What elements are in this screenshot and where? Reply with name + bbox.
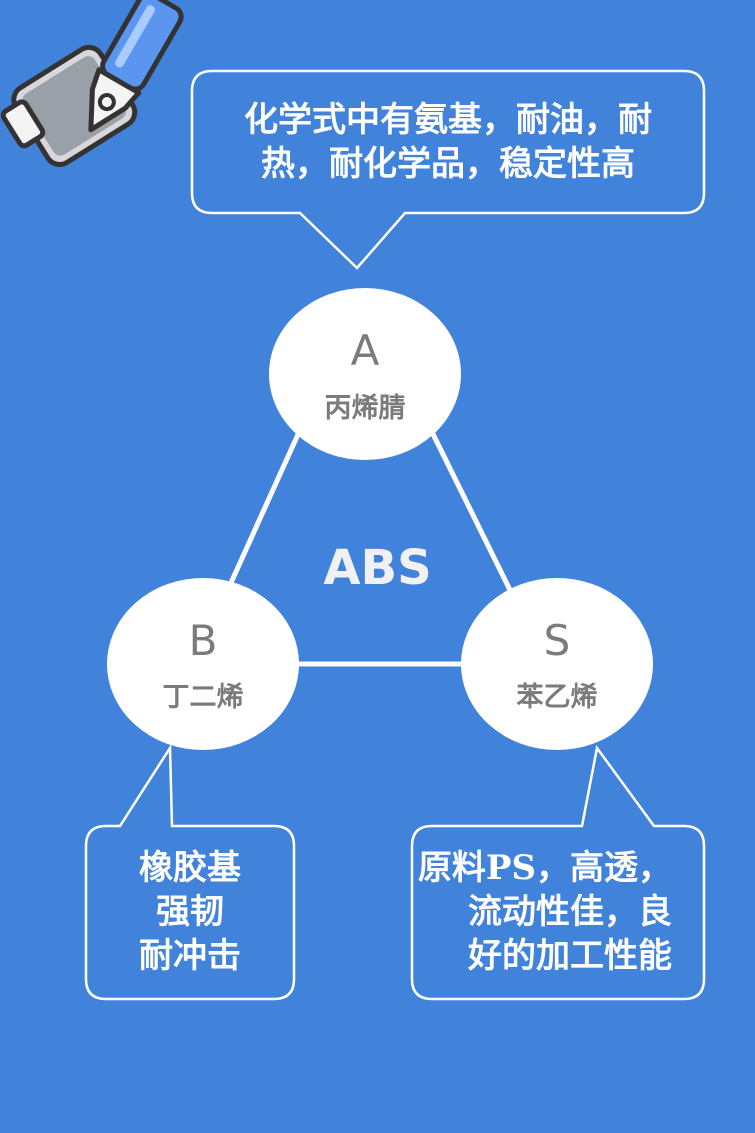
node-s-name: 苯乙烯 bbox=[516, 682, 598, 713]
node-a-name: 丙烯腈 bbox=[324, 393, 406, 424]
node-a-circle bbox=[269, 288, 461, 460]
callout-b-line: 强韧 bbox=[156, 892, 224, 932]
callout-s-line: 原料PS，高透， bbox=[417, 848, 672, 888]
callout-a-bubble bbox=[190, 69, 706, 270]
callout-b-text: 橡胶基 强韧 耐冲击 bbox=[90, 846, 290, 978]
callout-a-line: 化学式中有氨基，耐油，耐 bbox=[244, 100, 652, 140]
node-b-letter: B bbox=[188, 616, 218, 665]
callout-b-line: 耐冲击 bbox=[139, 936, 241, 976]
center-label: ABS bbox=[323, 540, 432, 596]
edge-a-s bbox=[429, 429, 513, 593]
callout-b-bubble bbox=[84, 743, 296, 1001]
node-s-circle bbox=[461, 578, 653, 750]
callout-a-line: 热，耐化学品，稳定性高 bbox=[261, 144, 635, 184]
node-b-circle bbox=[107, 578, 299, 750]
callout-s-line: 流动性佳，良 bbox=[468, 892, 672, 932]
node-b-name: 丁二烯 bbox=[162, 682, 244, 713]
triangle-connectors bbox=[227, 427, 513, 667]
callout-s-line: 好的加工性能 bbox=[468, 936, 672, 976]
edge-a-b bbox=[227, 427, 303, 588]
node-a-letter: A bbox=[350, 326, 380, 375]
callout-b-line: 橡胶基 bbox=[139, 848, 241, 888]
node-s-letter: S bbox=[543, 616, 571, 665]
pen-tablet-icon bbox=[0, 0, 184, 167]
callout-s-bubble bbox=[410, 744, 706, 1001]
callout-a-text: 化学式中有氨基，耐油，耐 热，耐化学品，稳定性高 bbox=[197, 98, 699, 186]
callout-s-text: 原料PS，高透， 流动性佳，良 好的加工性能 bbox=[414, 846, 702, 978]
